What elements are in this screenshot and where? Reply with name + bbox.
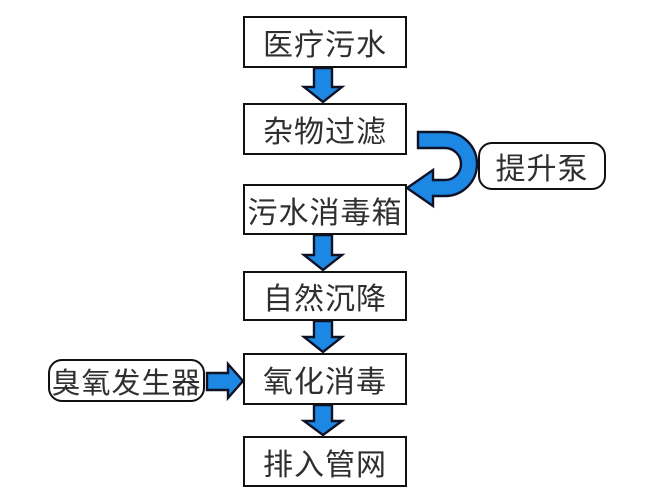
arrow-down-tank-to-settling xyxy=(300,233,346,272)
node-ozone-generator-label: 臭氧发生器 xyxy=(51,367,202,400)
node-sewage-disinfection-tank-label: 污水消毒箱 xyxy=(247,196,403,230)
node-debris-filter: 杂物过滤 xyxy=(243,103,407,155)
node-lift-pump-label: 提升泵 xyxy=(495,153,589,186)
node-natural-settling-label: 自然沉降 xyxy=(263,283,387,316)
node-medical-sewage-label: 医疗污水 xyxy=(263,29,387,62)
node-discharge-to-pipe-network-label: 排入管网 xyxy=(263,448,387,482)
node-oxidation-disinfection-label: 氧化消毒 xyxy=(263,366,387,399)
node-ozone-generator: 臭氧发生器 xyxy=(48,359,205,402)
arrow-down-oxidation-to-discharge xyxy=(300,403,346,437)
arrow-right-ozone-to-oxidation xyxy=(205,360,245,402)
arrow-down-medical-to-filter xyxy=(300,66,346,104)
node-oxidation-disinfection: 氧化消毒 xyxy=(243,353,407,405)
node-medical-sewage: 医疗污水 xyxy=(243,16,407,68)
node-lift-pump: 提升泵 xyxy=(478,142,606,190)
node-debris-filter-label: 杂物过滤 xyxy=(263,116,387,149)
uturn-arrow-via-lift-pump xyxy=(404,130,479,209)
node-discharge-to-pipe-network: 排入管网 xyxy=(243,436,407,487)
arrow-down-settling-to-oxidation xyxy=(300,319,346,354)
node-natural-settling: 自然沉降 xyxy=(243,271,407,321)
node-sewage-disinfection-tank: 污水消毒箱 xyxy=(243,184,407,235)
